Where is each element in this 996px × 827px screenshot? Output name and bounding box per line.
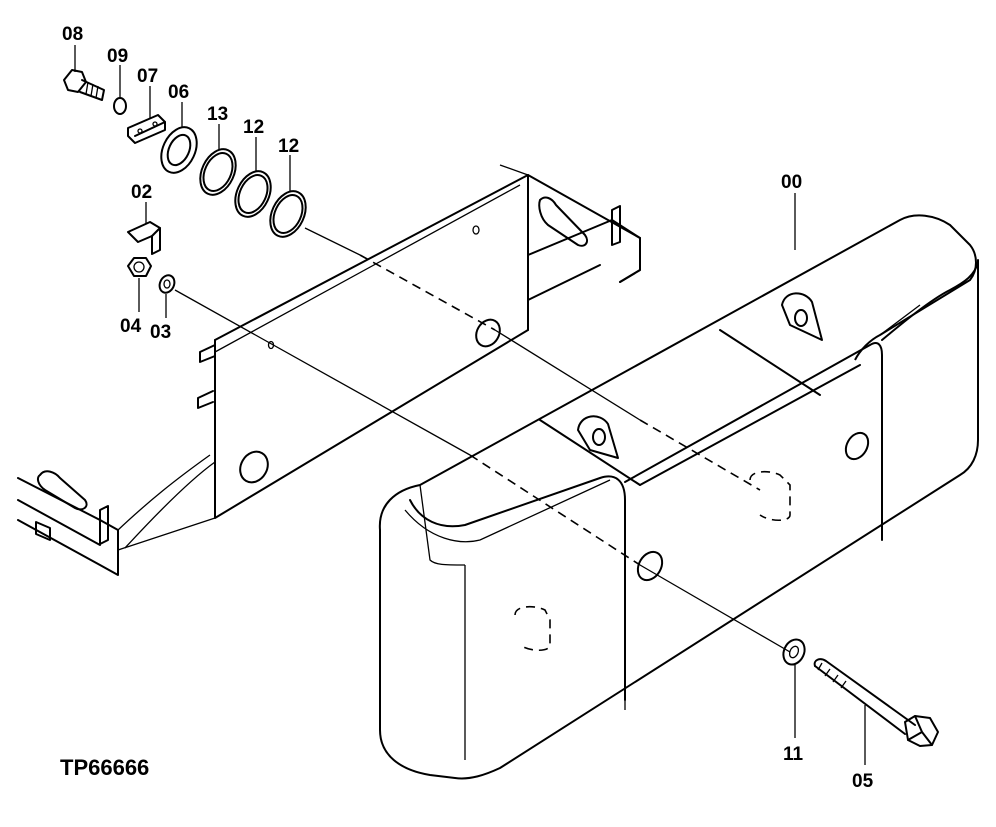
shim-12a: [234, 170, 272, 218]
leader-lines: [74, 45, 866, 765]
callout-02: 02: [131, 182, 152, 203]
callout-07: 07: [137, 66, 158, 87]
bracket-02: [127, 221, 161, 255]
counterweight: [378, 214, 979, 780]
shim-12b: [269, 190, 307, 238]
washer-09: [113, 97, 127, 115]
shim-13: [199, 148, 237, 196]
nut-04: [127, 257, 152, 277]
washer-03: [158, 274, 176, 294]
frame-bracket: [17, 164, 641, 576]
callout-13: 13: [207, 104, 228, 125]
bolt-08: [63, 69, 105, 101]
plate-07: [127, 114, 166, 144]
callout-08: 08: [62, 24, 83, 45]
callout-04: 04: [120, 316, 142, 337]
callout-labels: 08 09 07 06 13 12 12 02 04 03 00 11 05 T…: [60, 24, 874, 792]
callout-00: 00: [781, 172, 802, 193]
callout-06: 06: [168, 82, 189, 103]
callout-03: 03: [150, 322, 171, 343]
washer-06: [160, 126, 198, 174]
callout-12b: 12: [278, 136, 299, 157]
callout-11: 11: [783, 744, 804, 765]
callout-12a: 12: [243, 117, 264, 138]
figure-id: TP66666: [60, 755, 149, 780]
assembly-lines: [174, 227, 791, 653]
callout-05: 05: [852, 771, 874, 792]
bolt-05: [813, 658, 939, 747]
callout-09: 09: [107, 46, 128, 67]
washer-11: [782, 638, 806, 666]
